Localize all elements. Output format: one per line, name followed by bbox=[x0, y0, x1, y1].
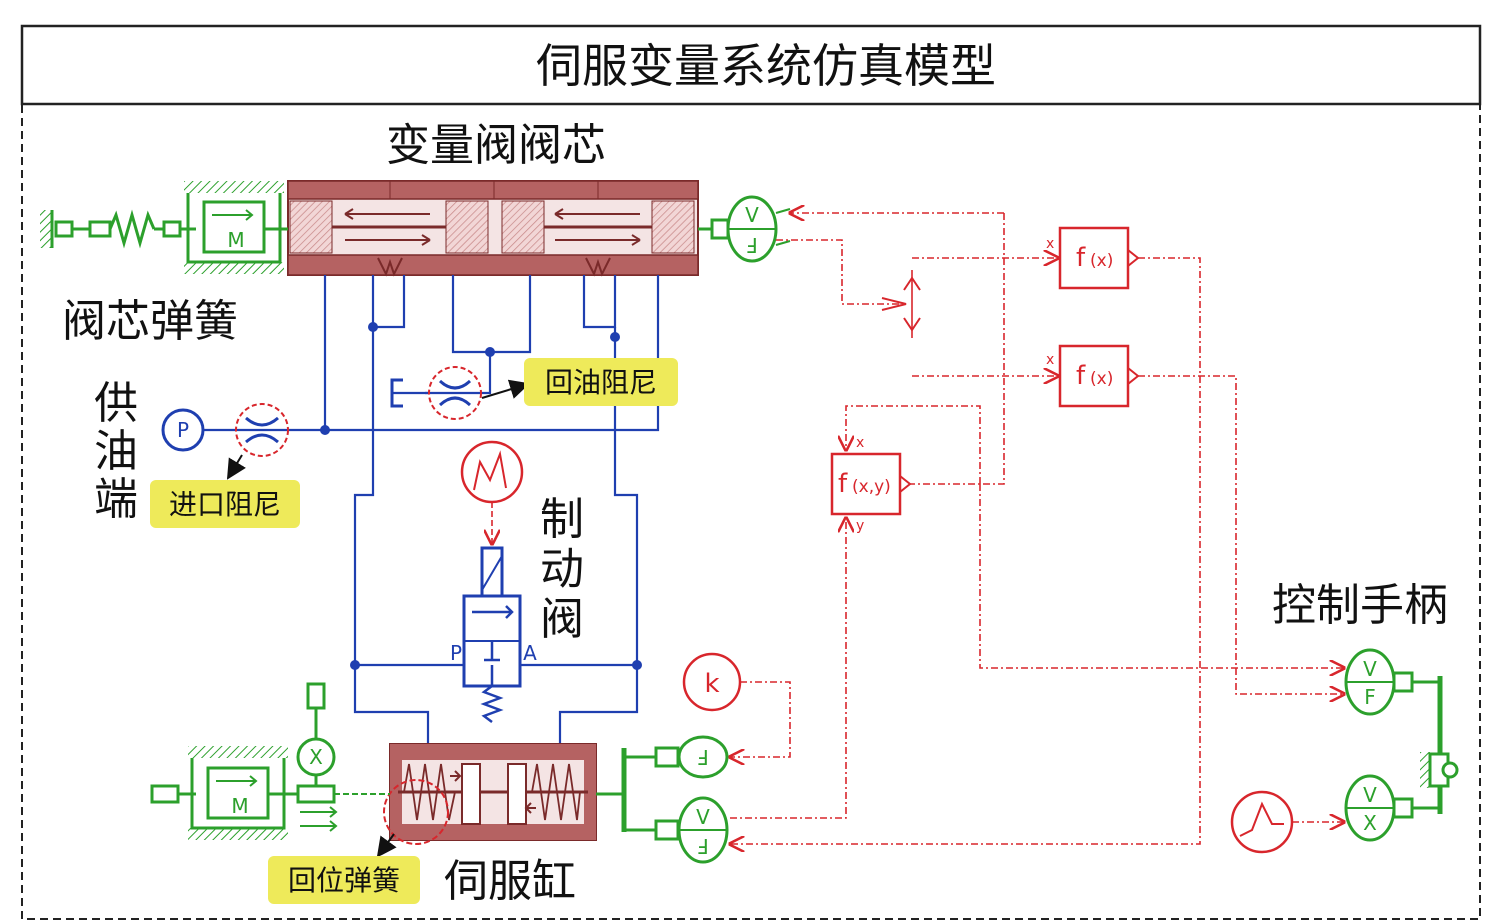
gain-block: k bbox=[682, 652, 791, 757]
svg-text:回油阻尼: 回油阻尼 bbox=[545, 366, 657, 399]
svg-text:f: f bbox=[1076, 243, 1086, 273]
fxy-block: f (x,y) x y bbox=[830, 435, 912, 534]
svg-text:f: f bbox=[838, 469, 848, 499]
cylinder-mass-assembly: M X bbox=[150, 682, 390, 840]
svg-text:进口阻尼: 进口阻尼 bbox=[169, 488, 281, 521]
signal-lines bbox=[730, 213, 1344, 844]
fx-block-2: f (x) x bbox=[1046, 344, 1140, 408]
port-a-label: A bbox=[523, 641, 537, 665]
servo-cylinder bbox=[376, 743, 597, 858]
svg-text:x: x bbox=[856, 435, 864, 451]
control-handle-assembly: V F V X bbox=[1344, 648, 1459, 842]
svg-text:(x): (x) bbox=[1090, 251, 1113, 271]
label-brake-valve: 制 动 阀 bbox=[540, 494, 584, 645]
signal-splitter bbox=[881, 270, 921, 338]
svg-text:x: x bbox=[1046, 352, 1054, 368]
spool-vf-transducer: V F bbox=[698, 195, 791, 263]
title-bar bbox=[20, 24, 1482, 106]
svg-text:制: 制 bbox=[540, 494, 584, 545]
brake-signal-source bbox=[460, 440, 524, 544]
svg-text:回位弹簧: 回位弹簧 bbox=[288, 864, 400, 897]
svg-text:F: F bbox=[1364, 685, 1376, 709]
svg-text:y: y bbox=[856, 518, 864, 534]
transducer-x-symbol: X bbox=[309, 745, 323, 769]
port-p-label: P bbox=[450, 641, 462, 665]
tag-inlet-damping: 进口阻尼 bbox=[150, 480, 300, 528]
handle-signal-source bbox=[1230, 790, 1344, 854]
mass-symbol-top: M bbox=[227, 228, 244, 252]
svg-text:F: F bbox=[746, 233, 758, 257]
svg-text:V: V bbox=[1363, 783, 1377, 807]
hydraulic-lines bbox=[200, 275, 660, 745]
svg-text:F: F bbox=[697, 834, 709, 858]
tag-return-spring: 回位弹簧 bbox=[268, 856, 420, 904]
label-servo-cylinder: 伺服缸 bbox=[444, 856, 576, 907]
label-supply-end: 供 油 端 bbox=[94, 378, 138, 525]
valve-spool-body bbox=[287, 180, 699, 277]
svg-text:供: 供 bbox=[94, 378, 138, 429]
mass-symbol-bottom: M bbox=[231, 794, 248, 818]
cylinder-force-and-vf-transducers: F V F bbox=[596, 735, 729, 864]
svg-text:阀: 阀 bbox=[540, 594, 584, 645]
pressure-source: P bbox=[161, 408, 205, 452]
fx-block-1: f (x) x bbox=[1046, 226, 1140, 290]
svg-text:端: 端 bbox=[94, 474, 138, 525]
tag-return-damping: 回油阻尼 bbox=[524, 358, 678, 406]
svg-text:(x,y): (x,y) bbox=[852, 477, 891, 497]
gain-symbol: k bbox=[704, 669, 719, 699]
svg-text:V: V bbox=[745, 203, 759, 227]
svg-text:V: V bbox=[696, 805, 710, 829]
brake-valve: P A bbox=[450, 546, 537, 723]
return-orifice bbox=[390, 366, 530, 420]
svg-text:(x): (x) bbox=[1090, 369, 1113, 389]
svg-text:动: 动 bbox=[540, 544, 584, 595]
svg-text:油: 油 bbox=[94, 426, 138, 477]
label-control-handle: 控制手柄 bbox=[1272, 580, 1448, 631]
svg-text:x: x bbox=[1046, 236, 1054, 252]
svg-text:X: X bbox=[1363, 811, 1377, 835]
diagram-title: 伺服变量系统仿真模型 bbox=[536, 39, 996, 93]
pressure-source-symbol: P bbox=[177, 418, 189, 442]
label-spool-spring: 阀芯弹簧 bbox=[62, 296, 238, 347]
spool-spring-assembly: M bbox=[40, 181, 288, 274]
svg-text:F: F bbox=[697, 745, 709, 769]
inlet-orifice bbox=[226, 403, 289, 480]
label-valve-spool: 变量阀阀芯 bbox=[386, 120, 606, 171]
svg-text:V: V bbox=[1363, 657, 1377, 681]
svg-text:f: f bbox=[1076, 361, 1086, 391]
